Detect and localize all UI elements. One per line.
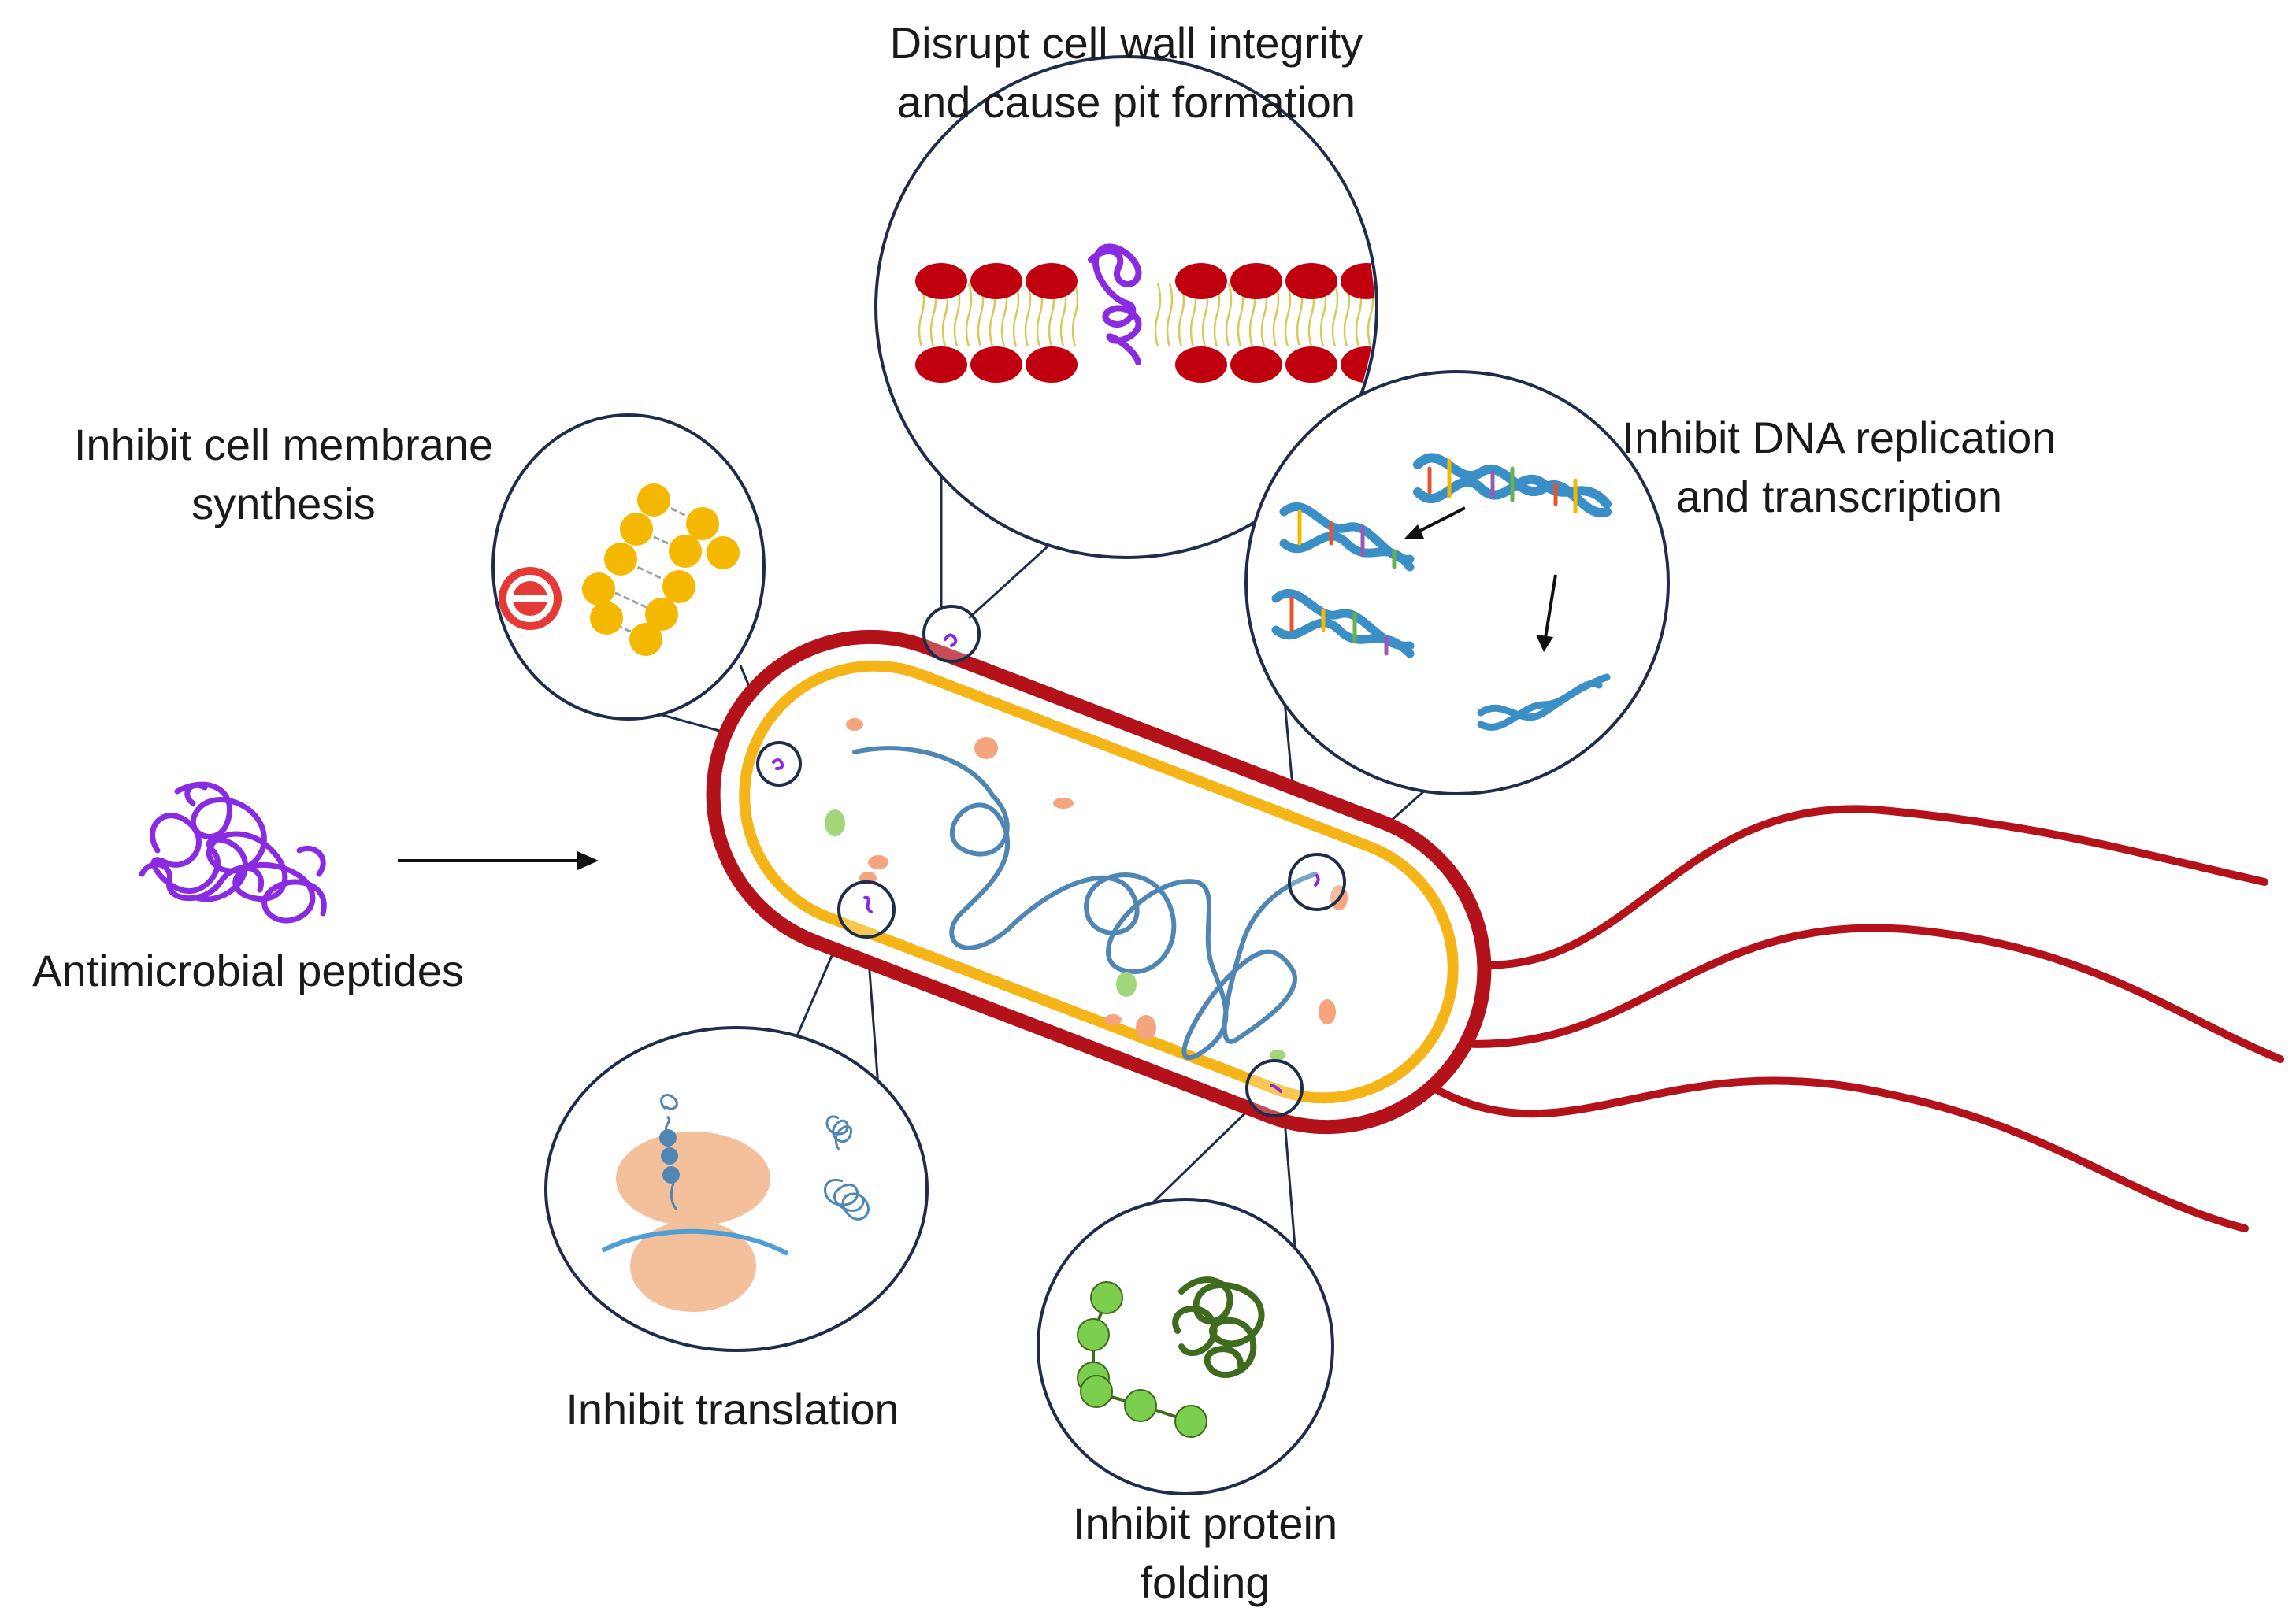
pore-peptide xyxy=(1088,243,1142,365)
zoom-cell-wall xyxy=(874,55,1378,559)
dna-arrows xyxy=(1404,506,1557,652)
blocker-icon xyxy=(499,567,562,630)
zoom-protein-folding xyxy=(1037,1198,1334,1495)
bacterium xyxy=(706,629,1492,1135)
label-protein-folding: Inhibit protein folding xyxy=(1072,1499,1338,1607)
entry-arrow xyxy=(398,851,599,870)
peptide-tangle xyxy=(139,781,327,924)
zoom-membrane-synthesis xyxy=(491,413,766,721)
label-membrane-synthesis: Inhibit cell membrane synthesis xyxy=(73,420,494,528)
zoom-dna-replication xyxy=(1244,370,1670,795)
chromosome xyxy=(852,746,1318,1060)
label-cell-wall: Disrupt cell wall integrity and cause pi… xyxy=(889,18,1363,127)
cytoplasm-granules xyxy=(825,718,1348,1061)
label-antimicrobial-peptides: Antimicrobial peptides xyxy=(32,946,464,995)
flagella xyxy=(1414,805,2284,1232)
label-translation: Inhibit translation xyxy=(566,1384,899,1434)
label-dna-replication: Inhibit DNA replication and transcriptio… xyxy=(1622,413,2057,521)
zoom-translation xyxy=(544,1026,929,1352)
folded-chain-upper xyxy=(825,1115,852,1150)
misfolded-protein xyxy=(1172,1276,1265,1378)
folded-chain-lower xyxy=(824,1178,870,1221)
